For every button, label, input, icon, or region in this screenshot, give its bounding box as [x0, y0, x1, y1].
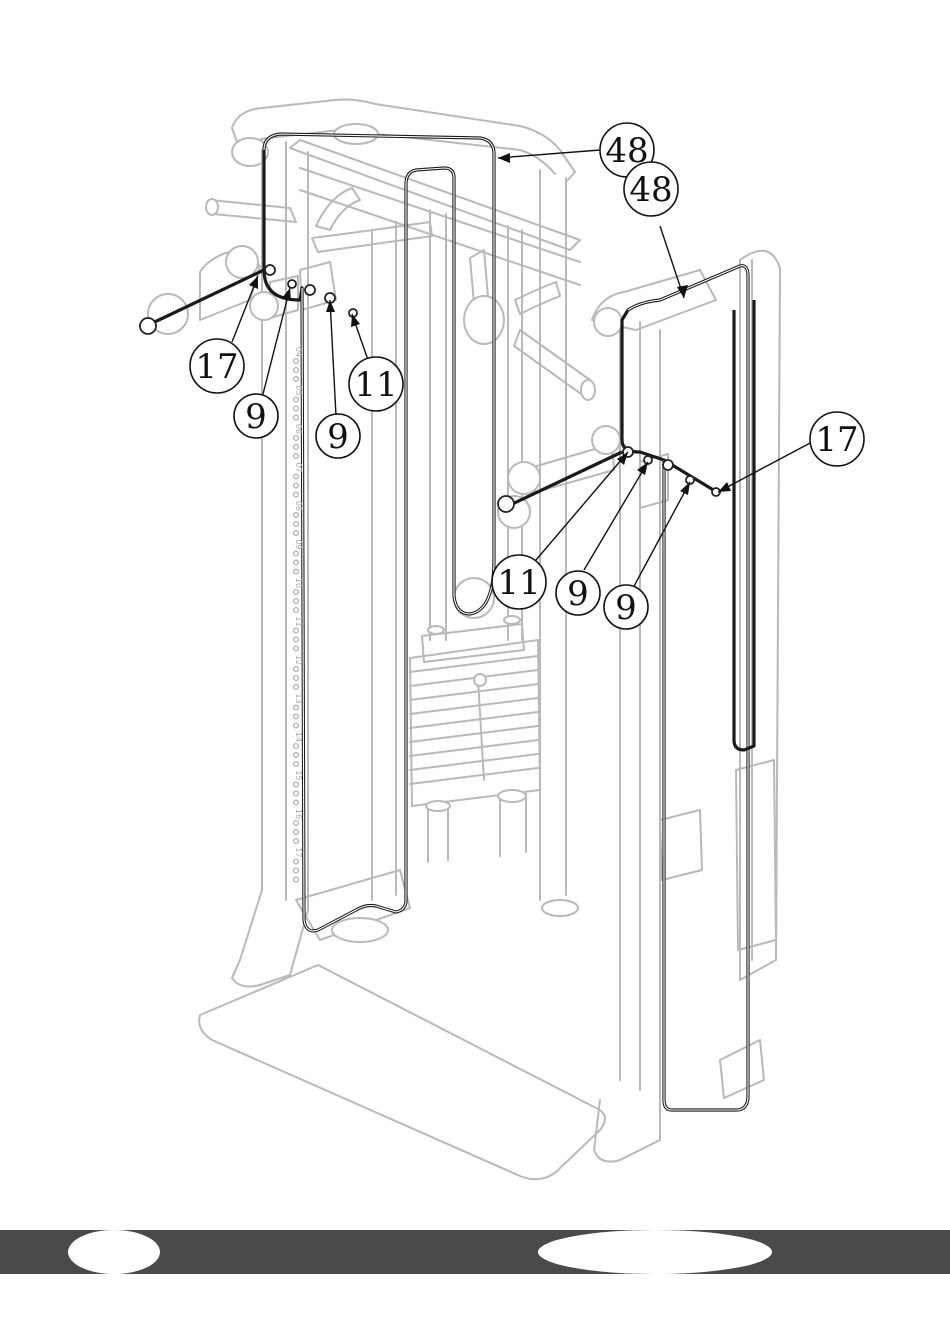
adjustment-hole — [294, 522, 299, 527]
hole-number: 11 — [294, 616, 303, 626]
adjustment-hole — [294, 569, 299, 574]
adjustment-hole — [294, 551, 299, 556]
adjustment-hole — [294, 637, 299, 642]
adjustment-hole — [294, 454, 299, 459]
callout-label: 11 — [497, 563, 540, 603]
adjustment-hole — [294, 667, 299, 672]
adjustment-hole — [294, 513, 299, 518]
adjustment-hole — [294, 359, 299, 364]
hole-number: 15 — [294, 770, 303, 780]
adjustment-hole — [294, 868, 299, 873]
callout-11-left: 11 — [349, 357, 403, 411]
hole-number: 09 — [294, 539, 303, 549]
hole-number: 12 — [294, 655, 303, 665]
cable-48-right — [508, 266, 754, 1110]
adjustment-hole — [294, 377, 299, 382]
adjustment-hole — [294, 608, 299, 613]
callout-label: 9 — [567, 574, 589, 614]
hole-number: 14 — [294, 732, 303, 742]
adjustment-hole — [294, 791, 299, 796]
callout-9-right-a: 9 — [556, 571, 600, 615]
adjustment-hole — [294, 492, 299, 497]
hole-number: 16 — [294, 809, 303, 819]
callout-label: 48 — [629, 170, 672, 210]
adjustment-hole — [294, 800, 299, 805]
floor-plate — [199, 965, 605, 1179]
adjustment-hole — [294, 753, 299, 758]
adjustment-hole — [294, 415, 299, 420]
hole-number: 04 — [294, 347, 303, 357]
adjustment-hole — [294, 782, 299, 787]
adjustment-hole — [294, 406, 299, 411]
adjustment-hole — [294, 531, 299, 536]
page-number-oval — [68, 1230, 160, 1274]
adjustment-hole — [294, 445, 299, 450]
hole-number: 06 — [294, 424, 303, 434]
adjustment-hole — [294, 859, 299, 864]
adjustment-hole — [294, 599, 299, 604]
callout-label: 17 — [195, 347, 238, 387]
adjustment-hole — [294, 877, 299, 882]
adjustment-hole — [294, 839, 299, 844]
callout-9-left-a: 9 — [234, 394, 278, 438]
adjustment-hole — [294, 483, 299, 488]
section-label-oval — [538, 1230, 772, 1274]
adjustment-hole — [294, 705, 299, 710]
hole-number: 17 — [294, 847, 303, 857]
hole-number: 13 — [294, 693, 303, 703]
callout-17-right: 17 — [810, 412, 864, 466]
adjustment-hole — [294, 646, 299, 651]
adjustment-hole — [294, 685, 299, 690]
callout-label: 17 — [815, 420, 858, 460]
adjustment-hole — [294, 723, 299, 728]
callout-9-left-b: 9 — [316, 414, 360, 458]
adjustment-hole — [294, 676, 299, 681]
adjustment-hole — [294, 474, 299, 479]
adjustment-hole — [294, 628, 299, 633]
callout-9-right-b: 9 — [604, 585, 648, 629]
callout-label: 9 — [615, 588, 637, 628]
adjustment-hole — [294, 560, 299, 565]
hole-number: 10 — [294, 578, 303, 588]
callout-11-right: 11 — [492, 555, 546, 609]
callout-label: 9 — [327, 417, 349, 457]
right-rear-upright — [660, 251, 780, 980]
callout-label: 9 — [245, 397, 267, 437]
adjustment-hole — [294, 714, 299, 719]
hole-number: 07 — [294, 462, 303, 472]
adjustment-hole — [294, 368, 299, 373]
callout-label: 11 — [354, 365, 397, 405]
adjustment-hole — [294, 762, 299, 767]
adjustment-hole — [294, 436, 299, 441]
adjustment-hole — [294, 830, 299, 835]
adjustment-hole — [294, 744, 299, 749]
callout-48-second: 48 — [624, 162, 678, 216]
adjustment-hole — [294, 821, 299, 826]
adjustment-hole — [294, 397, 299, 402]
adjustment-hole — [294, 590, 299, 595]
callout-17-left: 17 — [190, 339, 244, 393]
hole-number: 05 — [294, 385, 303, 395]
hole-number: 08 — [294, 501, 303, 511]
